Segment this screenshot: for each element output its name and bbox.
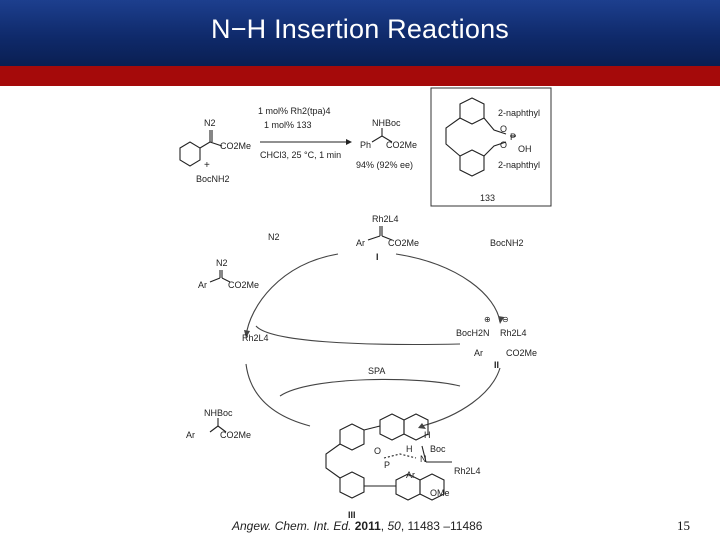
catalyst-o-bottom: O [500, 140, 507, 150]
plus-sign: + [204, 160, 210, 171]
intermediate-II-label: II [494, 360, 499, 370]
catalyst-aryl-top: 2-naphthyl [498, 108, 540, 118]
ts-h1: H [406, 444, 413, 454]
slide-title: N−H Insertion Reactions [211, 14, 509, 44]
diazo-bonds [209, 270, 231, 283]
carbene-ar: Ar [356, 238, 365, 248]
ylide-plus: ⊕ [484, 315, 491, 324]
ts-p: P [384, 460, 390, 470]
ylide-ester: CO2Me [506, 348, 537, 358]
catalyst-phosphorus: P [510, 132, 516, 142]
rh-catalyst-regen: Rh2L4 [242, 333, 269, 343]
diazo-ester: CO2Me [228, 280, 259, 290]
product-yield: 94% (92% ee) [356, 160, 413, 170]
catalyst-oh: OH [518, 144, 532, 154]
reaction-scheme: N2 CO2Me + BocNH2 1 mol% Rh2(tpa)4 1 mol… [179, 87, 552, 520]
transition-state-III-label: III [348, 510, 356, 520]
catalyst-number: 133 [480, 193, 495, 203]
ts-rh: Rh2L4 [454, 466, 481, 476]
cycle-arcs [245, 253, 501, 427]
condition-catalyst: 1 mol% Rh2(tpa)4 [258, 106, 331, 116]
catalyst-aryl-bottom: 2-naphthyl [498, 160, 540, 170]
diazo-n2: N2 [216, 258, 228, 268]
catalyst-box [430, 87, 552, 207]
product-ph: Ph [360, 140, 371, 150]
intermediate-I-label: I [376, 252, 379, 262]
citation-journal: Angew. Chem. Int. Ed. [232, 519, 352, 533]
carbene-bonds [367, 226, 393, 241]
boc-amine-in: BocNH2 [490, 238, 524, 248]
citation: Angew. Chem. Int. Ed. 2011, 50, 11483 –1… [232, 519, 483, 533]
ts-ome: OMe [430, 488, 450, 498]
transition-state-structure [325, 413, 452, 501]
product-ester: CO2Me [386, 140, 417, 150]
cycle-product-ester: CO2Me [220, 430, 251, 440]
n2-released: N2 [268, 232, 280, 242]
product-backbone [371, 128, 393, 143]
ts-o: O [374, 446, 381, 456]
ts-ar: Ar [406, 470, 415, 480]
ts-h-amine: H [424, 430, 431, 440]
condition-solvent: CHCl3, 25 °C, 1 min [260, 150, 341, 160]
diazo-n2-label: N2 [204, 118, 216, 128]
cycle-product-bonds [209, 418, 227, 433]
ylide-rh: Rh2L4 [500, 328, 527, 338]
citation-volume: 50 [387, 519, 401, 533]
reaction-arrow-head [346, 139, 352, 145]
diazo-ester-label: CO2Me [220, 141, 251, 151]
condition-acid: 1 mol% 133 [264, 120, 312, 130]
diazo-reactant-structure [179, 130, 223, 167]
cycle-product-nhboc: NHBoc [204, 408, 233, 418]
ylide-minus: ⊖ [502, 315, 509, 324]
citation-pages: 11483 –11486 [407, 519, 483, 533]
ylide-ar: Ar [474, 348, 483, 358]
ts-boc: Boc [430, 444, 446, 454]
title-bar [0, 0, 720, 66]
page-number: 15 [677, 518, 690, 533]
cycle-product-ar: Ar [186, 430, 195, 440]
title-accent-band [0, 66, 720, 86]
citation-year: 2011 [354, 519, 381, 533]
spa-label: SPA [368, 366, 385, 376]
ts-n: N [420, 454, 427, 464]
carbene-rh: Rh2L4 [372, 214, 399, 224]
ylide-ammonium: BocH2N [456, 328, 490, 338]
boc-amine-reagent: BocNH2 [196, 174, 230, 184]
product-nhboc: NHBoc [372, 118, 401, 128]
catalyst-spa-structure [445, 97, 516, 177]
carbene-ester: CO2Me [388, 238, 419, 248]
cycle-arrowheads [244, 316, 504, 429]
diazo-ar: Ar [198, 280, 207, 290]
catalyst-o-top: O [500, 124, 507, 134]
